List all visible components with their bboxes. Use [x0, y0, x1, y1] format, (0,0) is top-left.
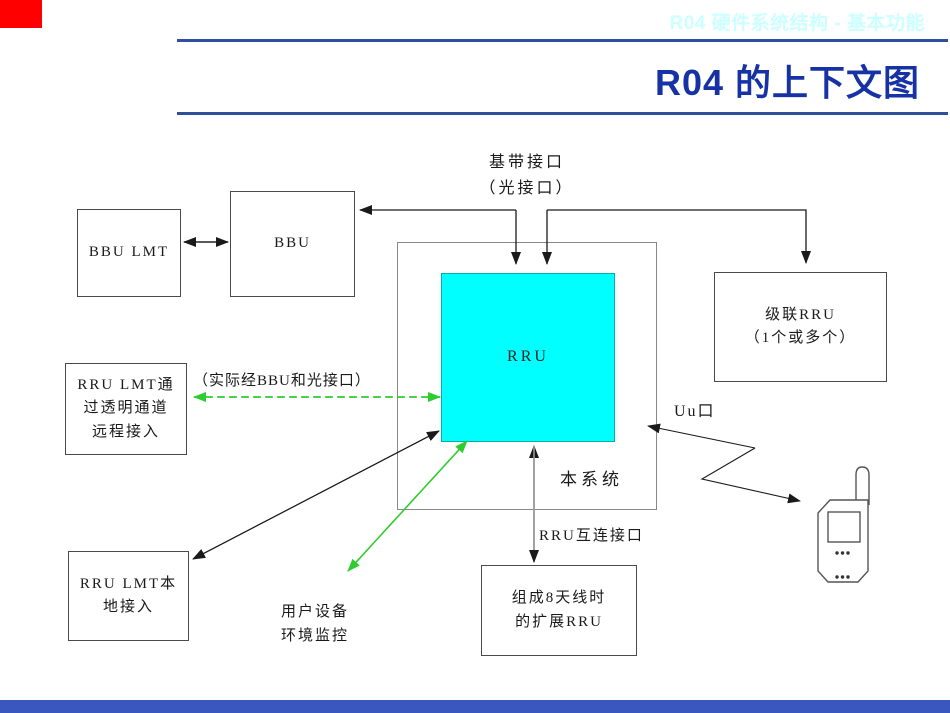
- rru-box: RRU: [441, 273, 615, 442]
- expand-rru-line2: 的扩展RRU: [515, 613, 603, 630]
- bbu-lmt-box: BBU LMT: [77, 209, 181, 297]
- user-env-label: 用户设备 环境监控: [270, 600, 360, 648]
- uu-zigzag-arrow: [647, 423, 801, 504]
- uu-port-label: Uu口: [674, 403, 716, 420]
- title-rule: [177, 112, 948, 115]
- page-title: R04 的上下文图: [654, 62, 920, 103]
- via-bbu-label: （实际经BBU和光接口）: [193, 373, 371, 389]
- rru-lmt-remote-line1: RRU LMT通: [77, 377, 175, 394]
- system-label: 本系统: [560, 470, 623, 489]
- phone-keypad-dots: [835, 551, 850, 579]
- expand-rru-box: 组成8天线时 的扩展RRU: [481, 565, 637, 656]
- bbu-lmt-label: BBU LMT: [88, 244, 170, 261]
- bbu-label: BBU: [274, 235, 311, 252]
- interconnect-label: RRU互连接口: [539, 528, 644, 544]
- mobile-phone-icon: [817, 466, 870, 583]
- rru-lmt-remote-box: RRU LMT通 过透明通道 远程接入: [65, 363, 187, 455]
- rru-lmt-remote-line2: 过透明通道: [83, 400, 169, 417]
- red-corner-marker: [0, 0, 42, 28]
- slide-header: R04 硬件系统结构 - 基本功能: [669, 13, 925, 34]
- cascade-rru-line2: （1个或多个）: [744, 330, 857, 346]
- baseband-line2: （光接口）: [479, 179, 575, 197]
- system-container-box: [397, 242, 657, 510]
- baseband-line1: 基带接口: [488, 154, 565, 171]
- user-env-line1: 用户设备: [280, 604, 349, 620]
- rru-lmt-local-line2: 地接入: [102, 599, 154, 615]
- cascade-rru-line1: 级联RRU: [765, 306, 836, 323]
- expand-rru-line1: 组成8天线时: [511, 590, 607, 607]
- rru-label: RRU: [507, 348, 549, 366]
- rru-lmt-local-box: RRU LMT本 地接入: [68, 551, 189, 641]
- rru-lmt-remote-line3: 远程接入: [91, 423, 160, 440]
- user-env-line2: 环境监控: [280, 628, 349, 644]
- bottom-bar: [0, 700, 950, 713]
- bbu-box: BBU: [230, 191, 355, 297]
- cascade-rru-box: 级联RRU （1个或多个）: [714, 272, 887, 382]
- baseband-interface-label: 基带接口 （光接口）: [437, 150, 617, 201]
- header-rule: [177, 39, 948, 42]
- rru-lmt-local-line1: RRU LMT本: [79, 575, 178, 592]
